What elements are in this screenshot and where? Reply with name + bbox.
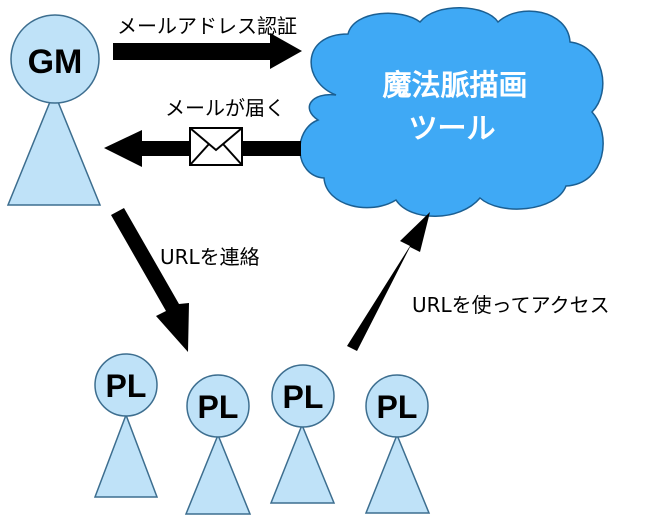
gm-body	[6, 90, 102, 206]
arrow-mail-arrives: メールが届く	[104, 96, 301, 167]
player-body	[269, 422, 336, 504]
player-label: PL	[198, 389, 239, 425]
gm-figure: GM	[6, 14, 102, 206]
tool-cloud: 魔法脈描画 ツール	[299, 7, 604, 217]
player-label: PL	[106, 368, 147, 404]
player-label: PL	[283, 379, 324, 415]
player-figure: PL	[364, 374, 431, 514]
arrow-url-contact-shape	[111, 208, 189, 352]
arrow-mail-auth: メールアドレス認証	[113, 14, 302, 69]
label-mail-arrives: メールが届く	[165, 96, 285, 120]
arrow-url-access: URLを使ってアクセス	[347, 212, 610, 351]
player-figure: PL	[269, 364, 336, 504]
player-figure: PL	[93, 353, 159, 498]
player-label: PL	[377, 389, 418, 425]
player-figure: PL	[184, 374, 252, 515]
player-head	[271, 364, 335, 428]
tool-name-line1: 魔法脈描画	[382, 68, 527, 102]
label-url-contact: URLを連絡	[160, 245, 260, 269]
player-body	[93, 412, 159, 498]
tool-name-line2: ツール	[408, 111, 495, 145]
player-head	[94, 353, 158, 417]
player-body	[364, 432, 431, 514]
label-url-access: URLを使ってアクセス	[412, 293, 610, 317]
arrow-url-contact: URLを連絡	[111, 208, 260, 352]
label-mail-auth: メールアドレス認証	[117, 14, 297, 38]
gm-head	[10, 14, 100, 104]
envelope-icon	[189, 127, 243, 166]
gm-label: GM	[28, 43, 83, 81]
cloud-shape	[299, 7, 604, 217]
player-head	[186, 374, 250, 438]
player-head	[365, 374, 429, 438]
arrow-mail-auth-shape	[113, 33, 302, 69]
arrow-url-access-shape	[347, 212, 430, 351]
player-body	[184, 433, 252, 515]
